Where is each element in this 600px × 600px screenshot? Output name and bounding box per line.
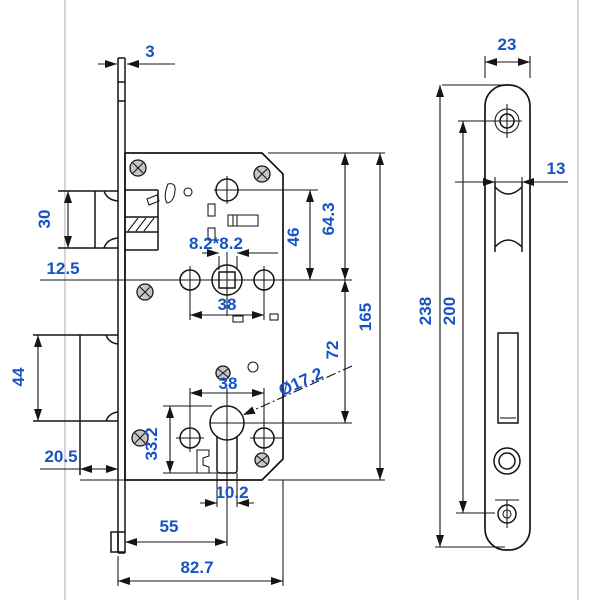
cam-detail: [196, 449, 210, 474]
faceplate-front-view: [484, 84, 531, 551]
slot-detail-left: [232, 315, 244, 323]
label-cylinder-slot-width: 10.2: [215, 483, 248, 502]
label-screw-hole-spacing: 200: [440, 297, 459, 325]
dim-diameter-leader: [242, 365, 353, 416]
spring-slot-lower: [207, 227, 216, 241]
dimension-labels: 3 30 12.5 44 20.5 8.2*8.2 46 64.3 38 72 …: [9, 35, 565, 577]
deadbolt-box: [33, 334, 119, 475]
label-case-height: 165: [356, 303, 375, 331]
stop-slide-detail: [227, 214, 259, 227]
latch-opening: [494, 182, 523, 252]
label-faceplate-thickness: 3: [145, 42, 154, 61]
label-handle-fixing-spacing: 38: [218, 295, 237, 314]
label-latch-bottom-offset: 12.5: [46, 259, 79, 278]
latch-bolt: [58, 190, 119, 249]
label-backset: 55: [160, 517, 179, 536]
label-cylinder-profile-height: 33.2: [142, 427, 161, 460]
label-case-depth: 82.7: [180, 558, 213, 577]
wedge-detail: [146, 194, 160, 206]
label-plate-width: 23: [498, 35, 517, 54]
deadbolt-opening: [497, 332, 519, 424]
lever-detail: [164, 183, 176, 204]
label-top-hole-to-center: 46: [284, 228, 303, 247]
faceplate-edge: [117, 57, 126, 554]
dimension-lines-plate: [436, 58, 539, 547]
label-spindle-square: 8.2*8.2: [189, 234, 243, 253]
pin-detail: [183, 187, 193, 197]
label-center-to-cylinder: 72: [323, 341, 342, 360]
label-latch-opening-width: 13: [547, 159, 566, 178]
slot-detail-right: [269, 313, 279, 321]
label-cylinder-fixing-spacing: 38: [219, 374, 238, 393]
latch-hatching: [127, 217, 155, 232]
spring-slot-upper: [207, 203, 216, 217]
label-deadbolt-height: 44: [9, 367, 28, 386]
middle-hole-outer: [493, 447, 521, 475]
dimension-lines-lock: [34, 60, 384, 585]
case-screws: [129, 159, 271, 468]
faceplate-bottom-lug: [110, 531, 119, 553]
extension-lines-lock: [40, 152, 385, 586]
label-latch-height: 30: [35, 210, 54, 229]
label-plate-length: 238: [416, 297, 435, 325]
label-case-top-to-center: 64.3: [319, 202, 338, 235]
middle-hole-inner: [498, 452, 516, 470]
small-hole: [247, 361, 259, 373]
faceplate-outline: [484, 84, 531, 551]
latch-guide: [125, 189, 159, 251]
lock-body-view: [33, 57, 284, 554]
label-deadbolt-projection: 20.5: [44, 447, 77, 466]
